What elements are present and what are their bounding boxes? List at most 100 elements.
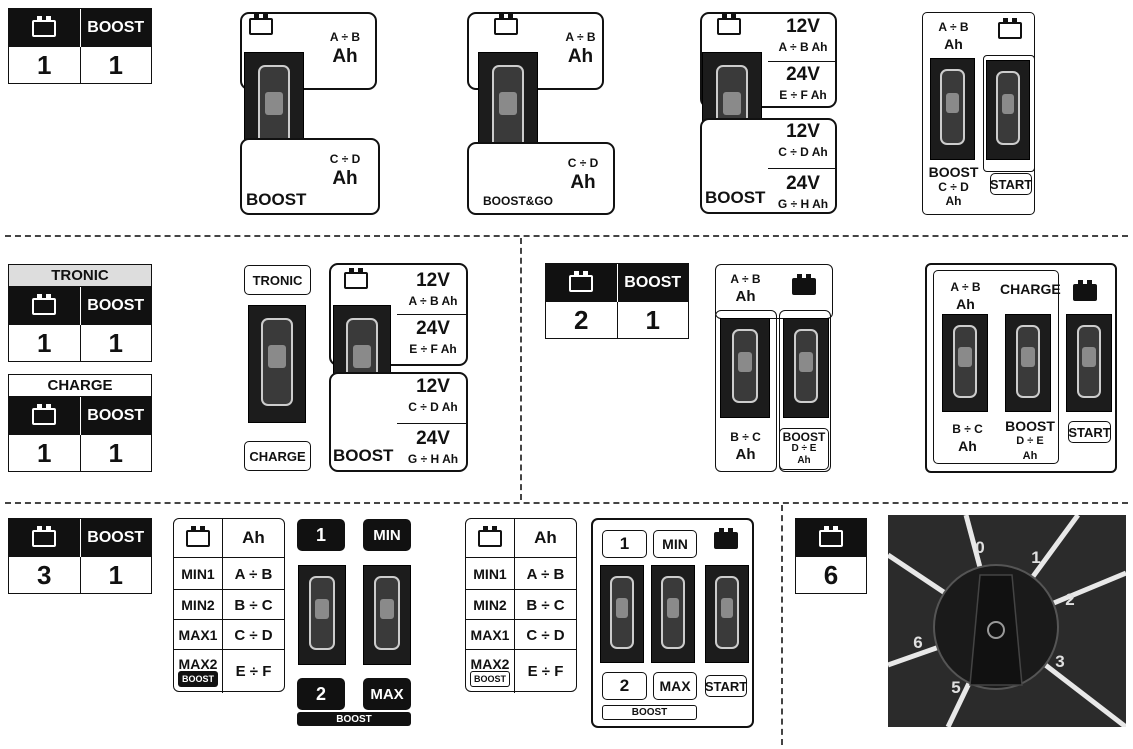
boost-badge: BOOST bbox=[177, 670, 218, 687]
unit-label: Ah bbox=[958, 438, 977, 454]
min-tag: MIN bbox=[653, 530, 697, 558]
dial-position-label: 6 bbox=[913, 633, 922, 652]
charge-tag: CHARGE bbox=[244, 441, 311, 471]
battery-icon bbox=[717, 14, 741, 35]
tronic-label: TRONIC bbox=[252, 272, 303, 288]
switch-number: 1 bbox=[315, 524, 326, 545]
battery-icon bbox=[569, 270, 594, 292]
battery-icon bbox=[32, 15, 57, 37]
header-6: 6 bbox=[795, 518, 867, 594]
battery-icon bbox=[344, 268, 368, 289]
charge-label: CHARGE bbox=[249, 448, 306, 464]
switch-1-lever[interactable] bbox=[298, 565, 346, 665]
header-right-number: 1 bbox=[108, 327, 123, 358]
range-label: B ÷ C bbox=[234, 596, 273, 614]
start-label: START bbox=[989, 176, 1033, 192]
tronic-lever[interactable] bbox=[248, 305, 306, 423]
boost-label: BOOST bbox=[246, 190, 307, 209]
dial-center-icon bbox=[987, 621, 1005, 639]
separator-top bbox=[5, 235, 1128, 237]
range-label: A ÷ B bbox=[950, 280, 981, 294]
battery-icon bbox=[819, 525, 843, 547]
battery-icon bbox=[494, 14, 518, 35]
boost-label: BOOST bbox=[631, 707, 668, 718]
header-right-number: 1 bbox=[108, 437, 123, 468]
unit-label: Ah bbox=[810, 88, 827, 102]
max-tag: MAX bbox=[363, 678, 411, 710]
start-lever[interactable] bbox=[705, 565, 749, 663]
range-label: C ÷ D bbox=[329, 152, 361, 166]
voltage-label: 24V bbox=[416, 318, 450, 339]
charge-lever[interactable] bbox=[1005, 314, 1051, 412]
range-label: A ÷ B bbox=[408, 294, 439, 308]
charge-label: CHARGE bbox=[9, 375, 151, 397]
tronic-label: TRONIC bbox=[9, 265, 151, 287]
boost-label: BOOST bbox=[336, 713, 372, 725]
boost-badge: BOOST bbox=[469, 670, 510, 687]
boost-lever[interactable] bbox=[783, 318, 829, 418]
range-label: E ÷ F bbox=[527, 663, 564, 680]
switch-number: 1 bbox=[619, 534, 630, 553]
selector-lever[interactable] bbox=[942, 314, 988, 412]
range-label: D ÷ E bbox=[1016, 435, 1044, 447]
unit-label: Ah bbox=[441, 400, 458, 414]
range-label: A ÷ B bbox=[526, 565, 565, 583]
separator-bottom bbox=[5, 502, 1128, 504]
switch-2-tag: 2 bbox=[297, 678, 345, 710]
mode-label: MIN2 bbox=[174, 590, 223, 620]
range-label: E ÷ F bbox=[409, 342, 438, 356]
range-label: A ÷ B bbox=[730, 272, 761, 286]
range-label: C ÷ D bbox=[408, 400, 439, 414]
unit-label: Ah bbox=[797, 455, 811, 466]
max-label: MAX bbox=[370, 685, 404, 703]
range-label: A ÷ B bbox=[234, 565, 273, 583]
switch-1-lever[interactable] bbox=[600, 565, 644, 663]
unit-label: Ah bbox=[812, 197, 829, 211]
voltage-label: 24V bbox=[786, 64, 820, 85]
switch-number: 2 bbox=[315, 683, 326, 704]
unit-label: Ah bbox=[567, 46, 594, 67]
boost-bar: BOOST bbox=[602, 705, 697, 720]
start-tag: START bbox=[1068, 421, 1111, 443]
mode-label: MIN2 bbox=[466, 590, 515, 620]
range-label: G ÷ H bbox=[777, 197, 810, 211]
min-max-lever[interactable] bbox=[651, 565, 695, 663]
unit-label: Ah bbox=[1022, 450, 1038, 462]
start-lever[interactable] bbox=[986, 60, 1030, 160]
range-label: E ÷ F bbox=[235, 663, 272, 680]
header-left-number: 1 bbox=[37, 437, 52, 468]
range-label: D ÷ E bbox=[791, 443, 817, 454]
battery-icon bbox=[714, 528, 738, 549]
boost-label: BOOST bbox=[705, 188, 766, 207]
voltage-label: 12V bbox=[786, 16, 820, 37]
voltage-label: 24V bbox=[786, 173, 820, 194]
min-tag: MIN bbox=[363, 519, 411, 551]
unit-label: Ah bbox=[440, 342, 457, 356]
range-label: C ÷ D bbox=[234, 626, 273, 644]
start-lever[interactable] bbox=[1066, 314, 1112, 412]
boost-label: BOOST bbox=[928, 164, 979, 180]
header-right-number: 1 bbox=[108, 559, 123, 590]
header-left-number: 1 bbox=[37, 327, 52, 358]
boost-label: BOOST bbox=[782, 430, 826, 444]
unit-label: Ah bbox=[441, 294, 458, 308]
battery-icon bbox=[998, 18, 1022, 39]
tronic-tag: TRONIC bbox=[244, 265, 311, 295]
rotary-dial[interactable]: 0 1 2 3 5 6 bbox=[888, 515, 1126, 727]
ah-header: Ah bbox=[534, 528, 557, 547]
battery-icon bbox=[32, 293, 57, 315]
max-tag: MAX bbox=[653, 672, 697, 700]
selector-lever[interactable] bbox=[720, 318, 770, 418]
mode-label: MAX1 bbox=[466, 620, 515, 650]
range-label: A ÷ B bbox=[778, 40, 809, 54]
dial-position-label: 1 bbox=[1031, 548, 1040, 567]
switch-number: 2 bbox=[619, 676, 630, 695]
separator-bottom-right bbox=[781, 505, 783, 745]
header-2-1: BOOST 2 1 bbox=[545, 263, 689, 339]
min-max-lever[interactable] bbox=[363, 565, 411, 665]
header-left-number: 1 bbox=[37, 49, 52, 80]
unit-label: Ah bbox=[956, 296, 975, 312]
selector-lever[interactable] bbox=[930, 58, 975, 160]
min-label: MIN bbox=[662, 536, 688, 552]
